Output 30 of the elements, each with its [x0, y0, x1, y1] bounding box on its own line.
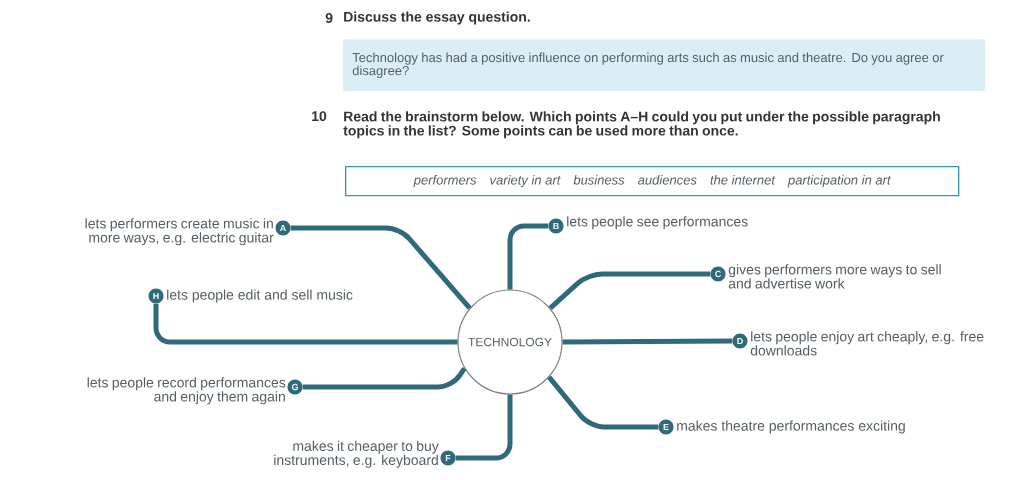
- point-text: lets people enjoy art cheaply, e.g. free downloads: [750, 331, 984, 356]
- instruction-text: 10: [312, 111, 327, 122]
- connector-line: [290, 225, 472, 310]
- connector-line: [547, 375, 659, 430]
- letter-badge: D: [732, 333, 748, 349]
- letter-badge: C: [710, 266, 726, 282]
- connector-line: [507, 223, 549, 290]
- instruction-text: 9: [325, 13, 333, 23]
- connector-line: [548, 271, 711, 311]
- point-text: lets performers create music in more ways, e.g. electric guitar: [85, 218, 274, 246]
- connector-line: [562, 338, 733, 345]
- letter-badge: E: [658, 419, 674, 435]
- instruction-text: Discuss the essay question.: [344, 11, 530, 25]
- point-text: makes theatre performances exciting: [677, 420, 905, 434]
- point-text: gives performers more ways to sell and advertise work: [728, 264, 941, 289]
- letter-badge: H: [148, 288, 164, 304]
- question-box: Technology has had a positive influence on performing arts such as music and theatre. Do you agree or disagree?: [343, 39, 986, 92]
- letter-badge: G: [287, 379, 303, 395]
- connector-line: [302, 366, 467, 390]
- point-text: makes it cheaper to buy instruments, e.g. keyboard: [274, 440, 439, 468]
- connector-line: [153, 303, 458, 345]
- letter-badge: A: [275, 220, 291, 236]
- word-list-box: performers variety in art business audiences the internet participation in art: [345, 166, 960, 197]
- point-text: lets people edit and sell music: [167, 289, 353, 303]
- letter-badge: F: [440, 450, 456, 466]
- point-text: lets people record performances and enjoy them again: [87, 377, 286, 405]
- letter-badge: B: [548, 218, 564, 234]
- connector-line: [455, 394, 513, 461]
- instruction-text: Read the brainstorm below. Which points A–H could you put under the possible paragraph topics in the list? Some points can be used more than once.: [343, 111, 940, 139]
- point-text: lets people see performances: [567, 216, 748, 230]
